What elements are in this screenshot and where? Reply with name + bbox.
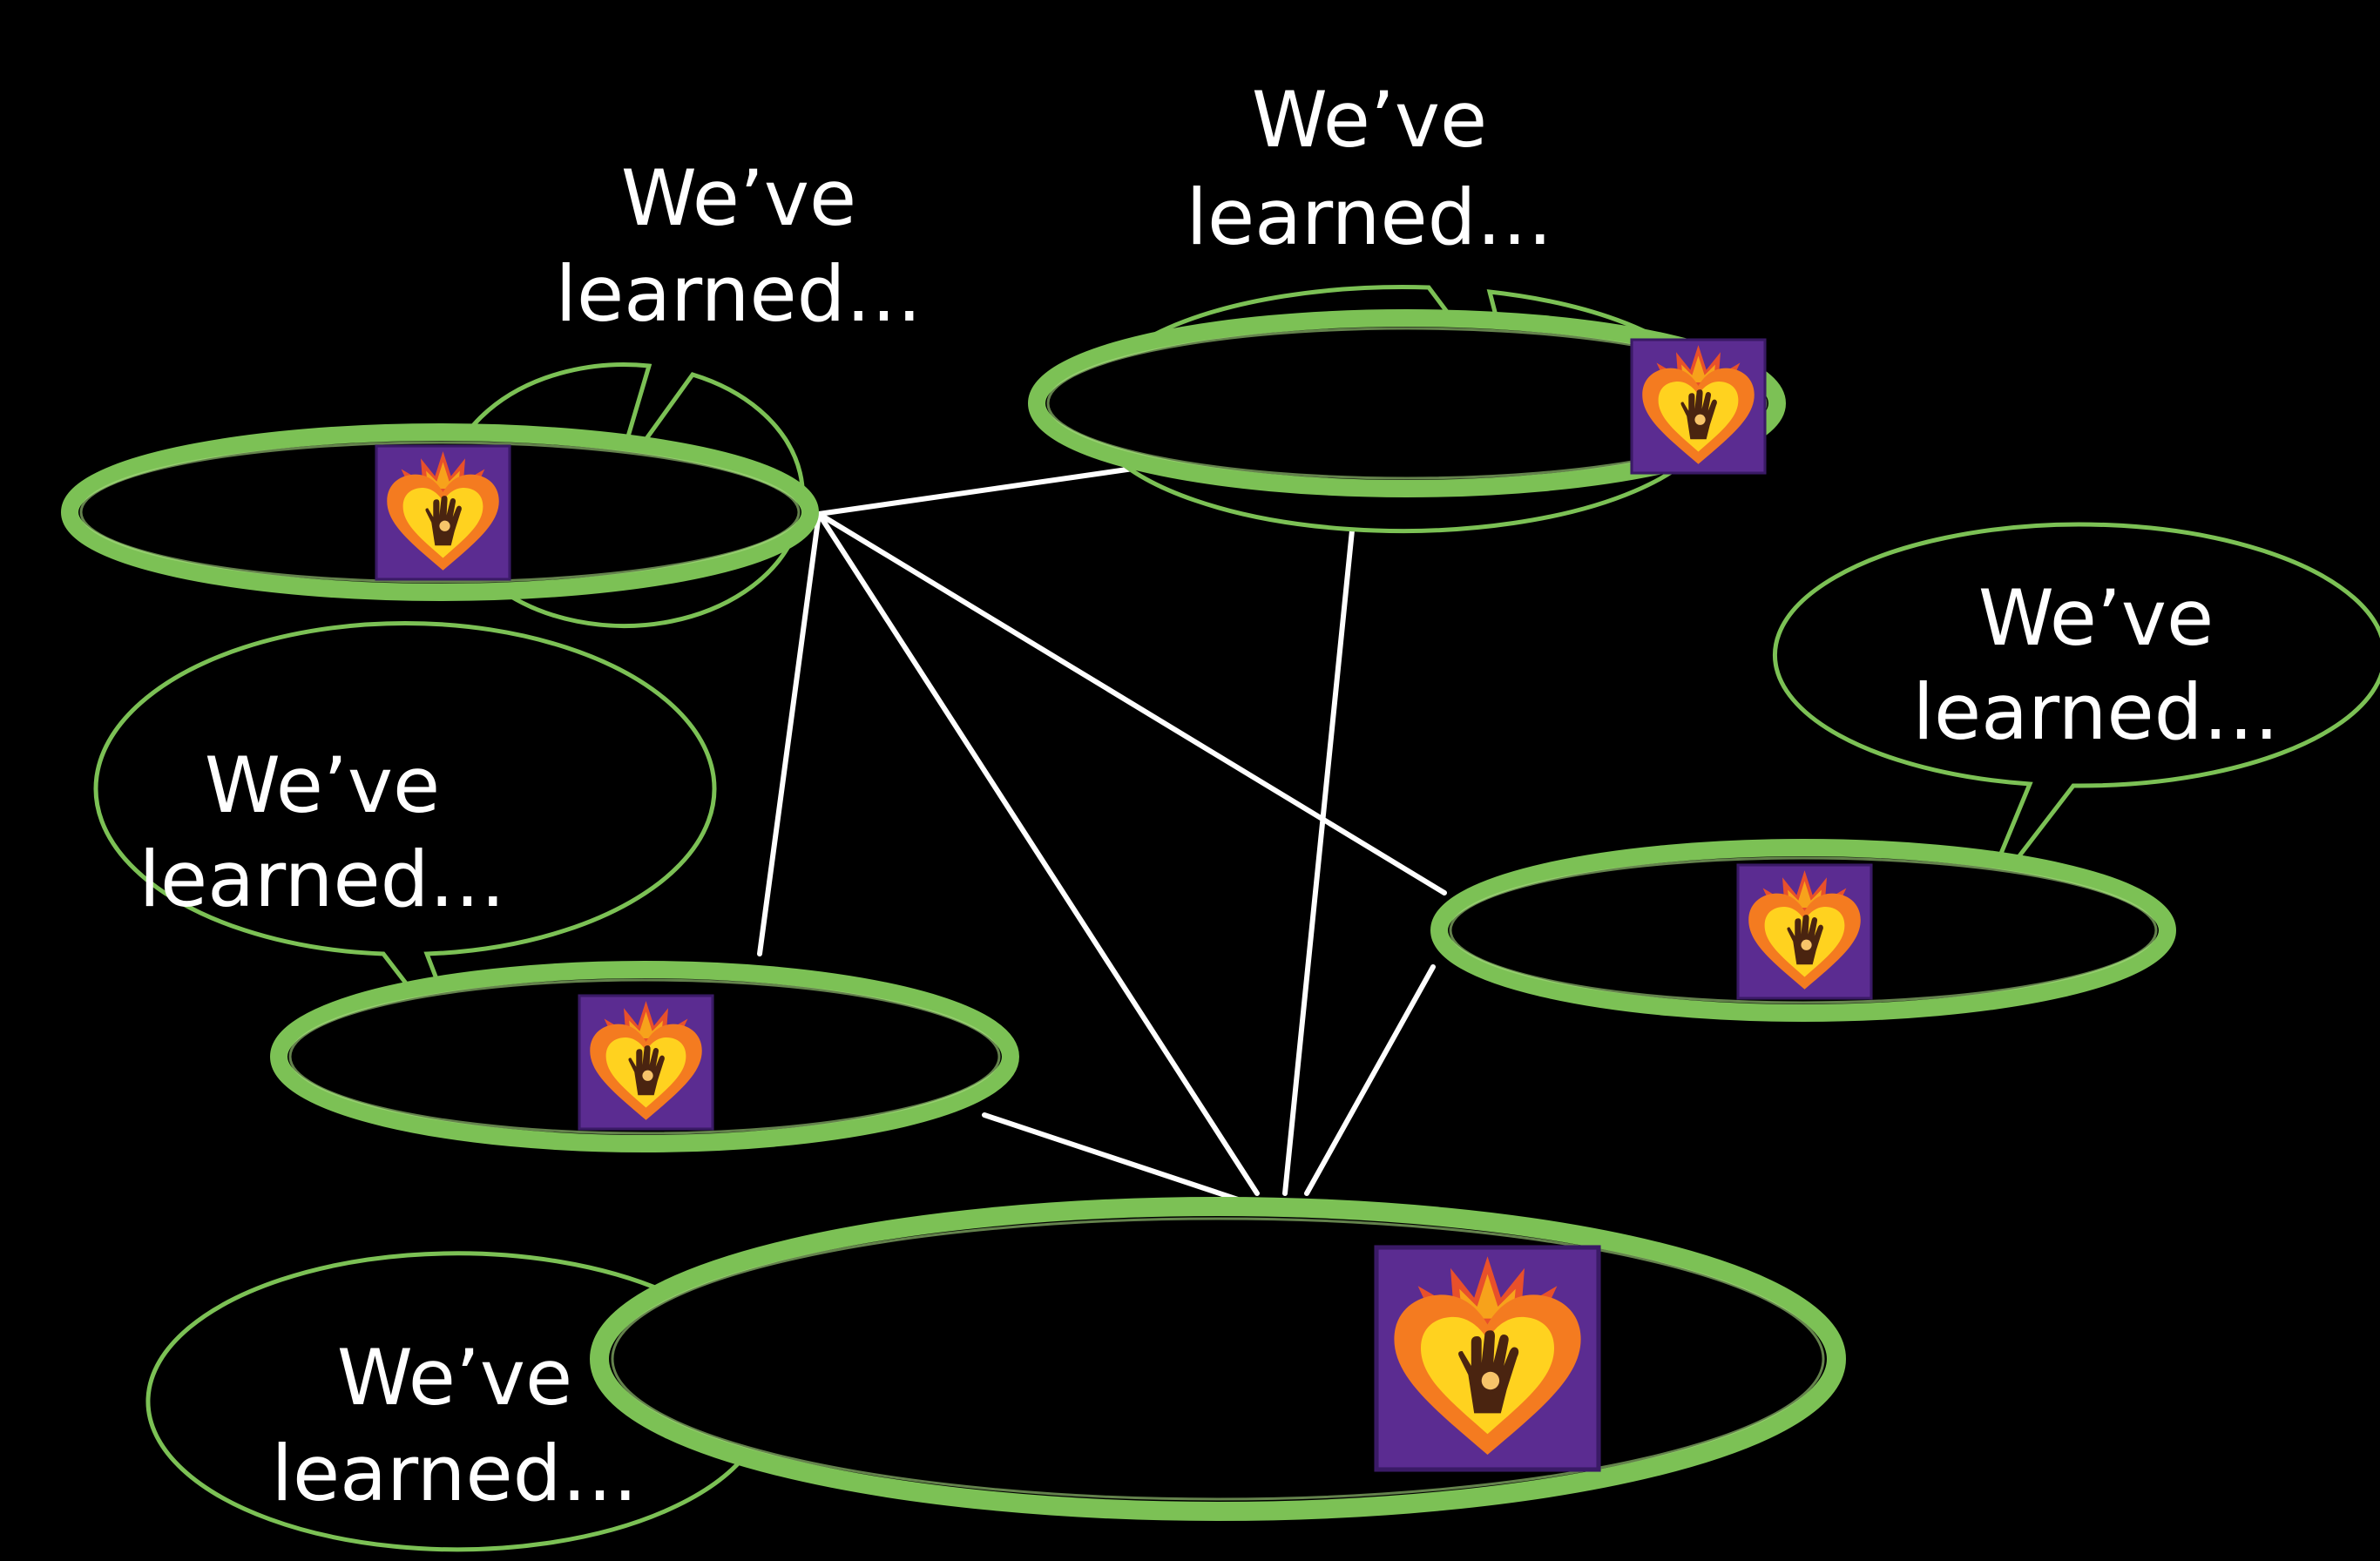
bubble-text-line2: learned… — [1913, 667, 2280, 757]
node-3 — [1430, 839, 2176, 1022]
bubble-text-line2: learned… — [272, 1429, 639, 1518]
edge-node1-node3 — [816, 511, 1447, 895]
edge-node1-hub — [816, 511, 1260, 1196]
sacred-heart-hand-icon — [375, 444, 511, 581]
bubble-text-line2: learned… — [556, 249, 923, 339]
bubble-text-line1: We’ve — [205, 740, 440, 830]
sacred-heart-hand-icon — [1376, 1247, 1599, 1470]
sacred-heart-hand-icon — [578, 994, 714, 1131]
bubble-text-line1: We’ve — [621, 153, 856, 243]
node-ring-highlight — [611, 1217, 1825, 1501]
node-ring-highlight — [79, 441, 801, 584]
edge-node2-hub — [1282, 459, 1362, 1196]
edge-node1-node4 — [757, 511, 822, 956]
node-ring — [590, 1197, 1846, 1521]
sacred-heart-hand-icon — [1630, 338, 1767, 475]
edge-node4-hub — [982, 1112, 1248, 1205]
speech-bubble-outline — [93, 621, 717, 1069]
node-ring — [1028, 309, 1786, 497]
speech-bubble: We’ve learned… — [93, 621, 717, 1069]
bubble-text-line2: learned… — [1187, 172, 1553, 262]
node-ring-highlight — [1449, 856, 2158, 1004]
bubble-text-line1: We’ve — [337, 1333, 572, 1422]
bubble-text-line2: learned… — [139, 835, 506, 924]
node-ring-highlight — [288, 978, 1001, 1135]
node-4 — [270, 961, 1019, 1152]
sacred-heart-hand-icon — [1736, 863, 1873, 1000]
speech-bubble-outline — [1772, 522, 2380, 912]
speech-bubble: We’ve learned… — [1772, 522, 2380, 912]
edge-node3-hub — [1304, 964, 1436, 1196]
bubble-text-line1: We’ve — [1252, 75, 1487, 165]
connector-lines — [757, 437, 1447, 1205]
bubble-text-line1: We’ve — [1978, 573, 2214, 663]
node-hub — [590, 1197, 1846, 1521]
node-1 — [61, 423, 819, 601]
node-2 — [1028, 309, 1786, 497]
